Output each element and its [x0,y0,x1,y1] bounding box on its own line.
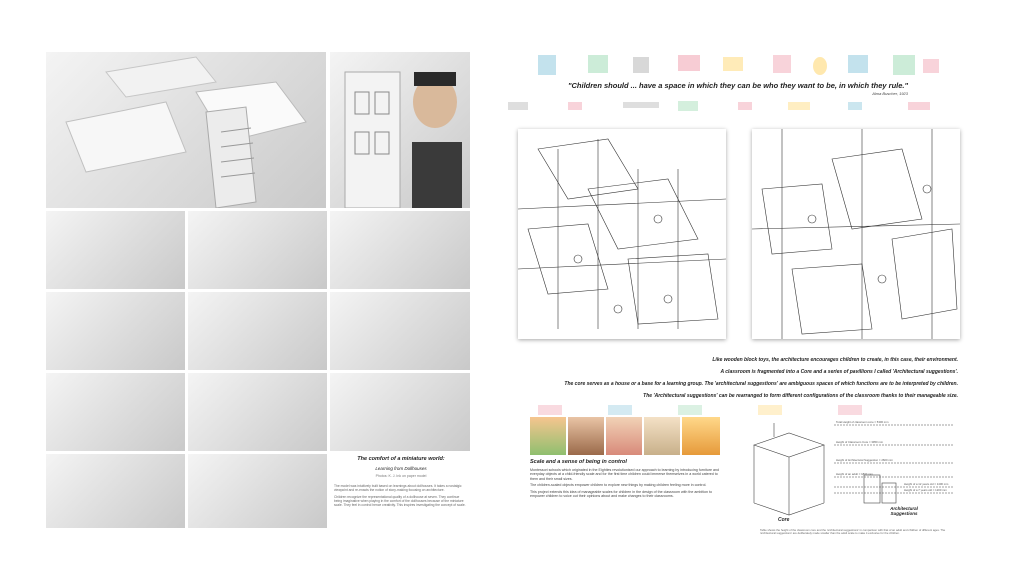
height-label-1: Total Height of classroom core = 5300 mm [836,420,889,424]
toy-icon [773,55,791,73]
toy-icon [788,102,810,110]
toy-icon [633,57,649,73]
statement-3: The core serves as a house or a base for… [564,381,958,387]
toy-icon [848,55,868,73]
toy-icon [538,55,556,75]
toy-icon [608,405,632,415]
left-para-1: The model was intuitively built based on… [334,484,462,493]
toy-icon [838,405,862,415]
right-board: "Children should ... have a space in whi… [508,45,963,535]
toy-icon [588,55,608,73]
toy-icon [723,57,743,71]
child-photo [530,417,566,455]
left-board: The comfort of a miniature world: Learni… [46,52,470,528]
model-detail-photo [330,373,470,451]
core-height-diagram: Total Height of classroom core = 5300 mm… [744,415,960,535]
quote-text: "Children should ... have a space in whi… [567,81,909,90]
statement-4: The 'Architectural suggestions' can be r… [643,393,958,399]
statement-2: A classroom is fragmented into a Core an… [720,369,958,375]
model-detail-photo [46,373,185,451]
toy-icon [678,55,700,71]
scale-para-3: This project extends this idea of manage… [530,489,712,499]
height-label-2: Height of Classroom Core = 3950 mm [836,440,884,444]
child-photo [606,417,642,455]
toy-icon [538,405,562,415]
statement-1: Like wooden block toys, the architecture… [712,357,958,363]
toy-icon [758,405,782,415]
toy-icon [678,101,698,111]
toy-icon [893,55,915,75]
scale-para-2: The children-scaled objects empower chil… [530,483,707,488]
toy-icon [568,102,582,110]
toy-icon [678,405,702,415]
classroom-axonometric-drawing [518,129,726,339]
model-detail-photo [188,292,327,370]
core-label: Core [778,517,790,523]
scale-para-1: Montessori schools which originated in t… [530,468,719,481]
child-photo [644,417,680,455]
height-label-4: Height of an adult = 1800 mm [836,472,873,476]
model-detail-photo [330,211,470,289]
height-label-5: Height of a 12 years old = 1400 mm [904,482,949,486]
model-detail-photo [188,211,327,289]
concept-statements: Like wooden block toys, the architecture… [518,357,958,413]
toy-icon [923,59,939,73]
left-caption: Photos: K. J. Ink on paper model [375,474,427,478]
toy-icon [738,102,752,110]
hero-model-photo [46,52,326,208]
model-detail-photo [188,454,327,528]
model-detail-photo [188,373,327,451]
model-detail-photo [330,292,470,370]
left-subtitle: Learning from Dollhouses [375,466,427,471]
model-detail-photo [46,454,185,528]
child-photo [568,417,604,455]
left-para-2: Children recognize the representational … [334,495,466,508]
toy-icon [908,102,930,110]
left-text-block: The comfort of a miniature world: Learni… [334,456,468,528]
diagram-caption: Table shows the height of the classroom … [760,528,946,536]
children-photo-strip [530,417,720,455]
toy-icons-top-row [538,53,939,79]
scale-title: Scale and a sense of being in control [530,459,627,465]
height-label-3: Height of Architectural Suggestion = 260… [836,458,893,462]
left-title: The comfort of a miniature world: [357,456,445,462]
toy-icons-second-row [508,100,958,114]
model-detail-photo [46,292,185,370]
model-detail-photo [46,211,185,289]
height-label-6: Height of a 7 years old = 1200 mm [904,488,947,492]
child-photo [682,417,720,455]
maker-with-model-photo [330,52,470,208]
toy-icon [508,102,528,110]
toy-icon [623,102,659,108]
quote-author: Alma Buscher, 1923 [872,91,908,96]
toy-icon [813,57,827,75]
toy-icon [848,102,862,110]
toy-icons-faded-row [538,405,958,417]
scale-text-block: Scale and a sense of being in control Mo… [530,459,720,529]
architectural-suggestions-label: Architectural Suggestions [890,506,918,516]
classroom-core-drawing [752,129,960,339]
